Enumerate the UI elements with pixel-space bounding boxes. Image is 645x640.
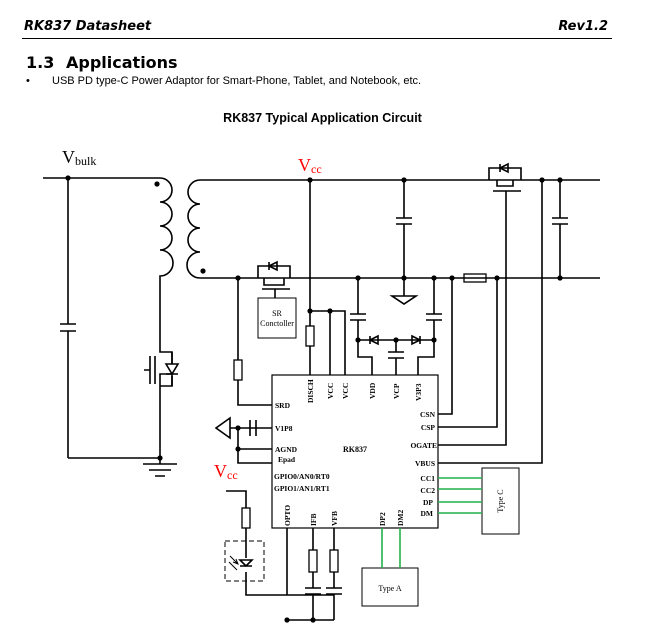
pin-srd: SRD	[275, 401, 291, 410]
pin-epad: Epad	[278, 455, 296, 464]
pin-dm: DM	[421, 509, 434, 518]
opto-wire	[226, 490, 334, 596]
pin-dm2: DM2	[396, 510, 405, 526]
bullet-item: • USB PD type-C Power Adaptor for Smart-P…	[26, 75, 421, 87]
signal-lines	[381, 477, 482, 568]
pin-gpio1: GPIO1/AN1/RT1	[274, 484, 330, 493]
type-c-connector	[481, 467, 520, 535]
pin-cc1: CC1	[420, 474, 435, 483]
ground-symbol-primary	[143, 458, 177, 477]
pin-ogate: OGATE	[410, 441, 437, 450]
pin-cc2: CC2	[420, 486, 435, 495]
pin-dp2: DP2	[378, 512, 387, 526]
pin-ifb: IFB	[309, 513, 318, 526]
csn-wire	[438, 278, 453, 415]
vbus-wire	[438, 180, 543, 464]
chip-top-pins: DISCH VCC VCC VDD VCP V3P3	[306, 379, 423, 403]
section-title: Applications	[66, 53, 178, 72]
pin-agnd: AGND	[275, 445, 298, 454]
vcc-label-opto: Vcc	[214, 461, 238, 482]
sr-controller-label-2: Conctoller	[260, 319, 294, 328]
vcp-capacitor	[388, 340, 404, 375]
optocoupler-box	[224, 540, 265, 582]
transformer-secondary	[186, 179, 600, 279]
ground-symbol-secondary	[389, 278, 419, 305]
csp-wire	[438, 278, 498, 428]
bullet-text: USB PD type-C Power Adaptor for Smart-Ph…	[52, 75, 422, 87]
vcc-label-top: Vcc	[298, 155, 322, 176]
pin-gpio0: GPIO0/AN0/RT0	[274, 472, 330, 481]
pin-dp: DP	[423, 498, 433, 507]
chip-left-pins: SRD V1P8 AGND Epad GPIO0/AN0/RT0 GPIO1/A…	[274, 401, 330, 493]
pin-vcp: VCP	[392, 383, 401, 399]
ifb-resistor	[308, 549, 318, 573]
v3p3-network	[417, 278, 442, 375]
document-title: RK837 Datasheet	[24, 19, 152, 34]
pin-vcc-1: VCC	[326, 383, 335, 399]
chip-bottom-pins: OPTO IFB VFB DP2 DM2	[283, 505, 405, 526]
figure-caption: RK837 Typical Application Circuit	[223, 111, 422, 125]
pin-disch: DISCH	[306, 379, 315, 403]
type-c-label: Type C	[496, 489, 505, 512]
pin-vcc-2: VCC	[341, 383, 350, 399]
optocoupler-light-arrows	[228, 555, 239, 571]
output-mosfet	[438, 162, 522, 446]
rk837-chip	[271, 374, 439, 529]
vdd-network	[350, 278, 373, 375]
ifb-network	[305, 528, 321, 620]
pin-vfb: VFB	[330, 511, 339, 526]
charge-pump-diode-left	[368, 334, 379, 346]
vbulk-label: Vbulk	[62, 147, 96, 168]
pin-csn: CSN	[420, 410, 436, 419]
srd-wire	[237, 278, 272, 406]
chip-right-pins: CSN CSP OGATE VBUS CC1 CC2 DP DM	[410, 410, 437, 518]
v1p8-capacitor	[249, 420, 257, 436]
disch-resistor	[305, 325, 315, 347]
ground-symbol-v1p8	[214, 416, 238, 440]
pin-vdd: VDD	[368, 382, 377, 399]
page-header: RK837 Datasheet Rev1.2	[22, 18, 612, 39]
bulk-capacitor	[60, 323, 76, 332]
section-heading: 1.3 Applications	[26, 53, 178, 72]
pin-csp: CSP	[421, 423, 436, 432]
pin-opto: OPTO	[283, 505, 292, 526]
sr-controller-block	[257, 297, 297, 339]
type-a-label: Type A	[378, 584, 401, 593]
primary-mosfet	[144, 298, 180, 458]
junction-dots	[65, 175, 563, 623]
optocoupler-led	[238, 559, 254, 568]
charge-pump-diode-right	[411, 334, 422, 346]
sense-resistor	[463, 273, 487, 283]
chip-name: RK837	[343, 445, 367, 454]
vfb-resistor	[329, 549, 339, 573]
sr-mosfet	[257, 260, 291, 298]
revision-label: Rev1.2	[558, 19, 608, 34]
sr-controller-label-1: SR	[272, 309, 282, 318]
pin-vbus: VBUS	[415, 459, 435, 468]
vcc-pin-wires	[310, 310, 346, 375]
section-number: 1.3	[26, 53, 55, 72]
pin-v1p8: V1P8	[275, 424, 293, 433]
output-filter-capacitor	[552, 180, 568, 278]
type-a-connector	[361, 567, 419, 607]
vfb-network	[326, 528, 342, 620]
v1p8-agnd-wires	[237, 427, 272, 464]
opto-resistor	[241, 507, 251, 529]
transformer-primary	[159, 177, 174, 298]
vbulk-rail	[43, 177, 160, 458]
output-capacitor	[396, 180, 412, 278]
srd-resistor	[233, 359, 243, 381]
bullet-marker: •	[26, 75, 30, 87]
pin-v3p3: V3P3	[414, 383, 423, 401]
